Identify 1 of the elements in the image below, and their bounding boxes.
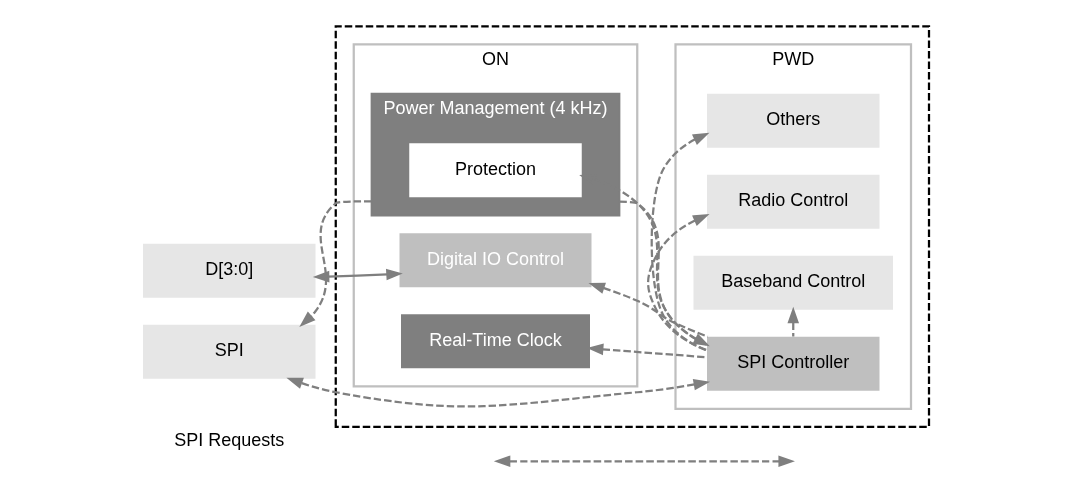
legend-label: SPI Requests [174,430,285,451]
